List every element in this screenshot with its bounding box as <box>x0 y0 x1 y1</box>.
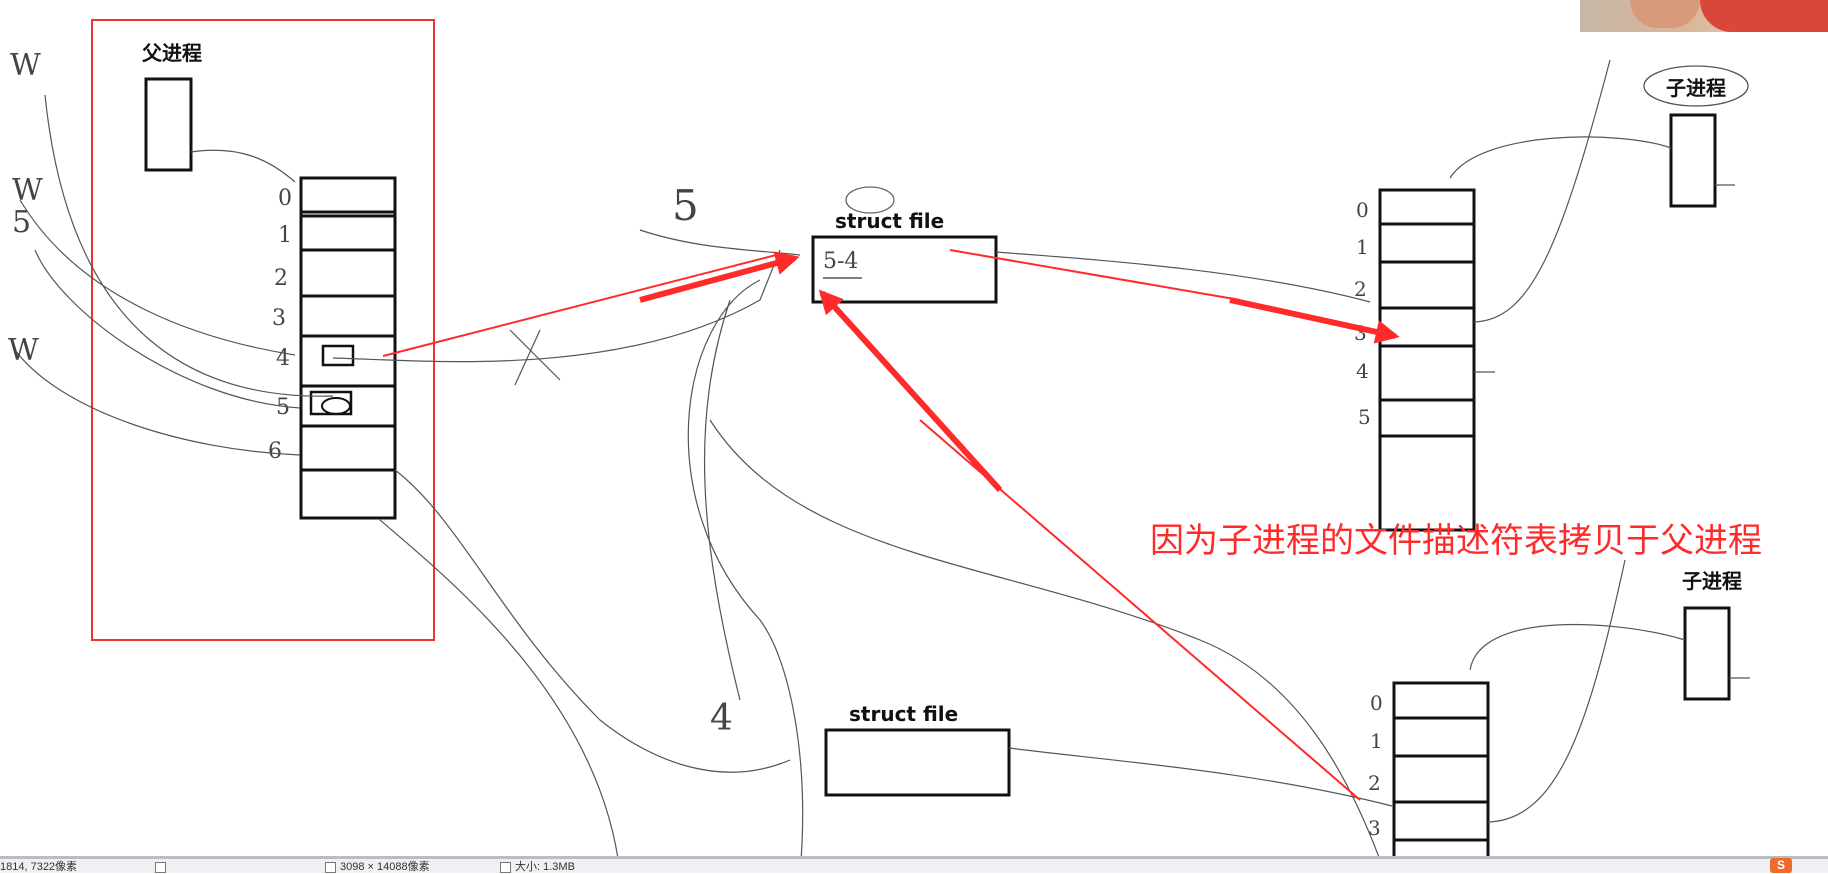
child-1-fd-table <box>1380 190 1474 530</box>
handwritten-marks: W W 5 W 5 4 <box>8 48 733 739</box>
status-file-size: 大小: 1.3MB <box>500 860 575 874</box>
svg-text:0: 0 <box>278 186 292 211</box>
parent-process-frame <box>92 20 434 640</box>
svg-text:5: 5 <box>12 205 31 240</box>
child-process-1-box <box>1671 115 1715 206</box>
status-image-size: 3098 × 14088像素 <box>325 860 430 874</box>
pencil-sketch-lines <box>15 60 1750 873</box>
struct-file-2-box <box>826 730 1009 795</box>
svg-text:1: 1 <box>278 223 292 248</box>
child-process-1-label: 子进程 <box>1666 76 1726 100</box>
svg-text:3: 3 <box>272 306 286 331</box>
svg-text:2: 2 <box>1354 277 1367 301</box>
parent-fd-table <box>301 178 395 518</box>
svg-text:0: 0 <box>1356 198 1369 222</box>
svg-text:W: W <box>8 333 39 368</box>
child-2-fd-indices: 0 1 2 3 <box>1368 691 1383 840</box>
parent-fd5-marker <box>311 392 351 414</box>
struct-file-1-label: struct file <box>835 209 944 233</box>
struct-file-2-label: struct file <box>849 702 958 726</box>
status-selection <box>155 860 170 874</box>
svg-text:W: W <box>12 173 43 208</box>
file-size-icon <box>500 862 511 873</box>
svg-text:2: 2 <box>274 266 288 291</box>
svg-text:0: 0 <box>1370 691 1383 715</box>
parent-fd4-marker <box>323 346 353 365</box>
arrow-struct-file-to-child-1 <box>950 250 1240 300</box>
child-2-fd-table <box>1394 683 1488 873</box>
parent-fd-indices: 0 1 2 3 4 5 6 <box>268 186 292 464</box>
parent-process-label: 父进程 <box>141 41 202 65</box>
tray-app-icon[interactable]: S <box>1770 858 1792 873</box>
webcam-shirt <box>1700 0 1828 32</box>
child-process-2-box <box>1685 608 1729 699</box>
svg-text:4: 4 <box>276 346 290 371</box>
status-bar: 1814, 7322像素 3098 × 14088像素 大小: 1.3MB <box>0 856 1828 873</box>
svg-text:5: 5 <box>1358 405 1371 429</box>
svg-text:3: 3 <box>1368 816 1381 840</box>
svg-text:1: 1 <box>1370 729 1383 753</box>
child-process-2-label: 子进程 <box>1682 569 1742 593</box>
svg-text:W: W <box>10 48 41 83</box>
svg-text:6: 6 <box>268 439 282 464</box>
child-1-fd-indices: 0 1 2 3 4 5 <box>1354 198 1371 429</box>
status-coordinates: 1814, 7322像素 <box>0 860 77 874</box>
image-size-icon <box>325 862 336 873</box>
svg-text:1: 1 <box>1356 235 1369 259</box>
svg-text:4: 4 <box>1356 359 1369 383</box>
struct-file-1-note: 5-4 <box>823 249 858 274</box>
red-caption: 因为子进程的文件描述符表拷贝于父进程 <box>1150 521 1762 561</box>
svg-text:2: 2 <box>1368 771 1381 795</box>
selection-icon <box>155 862 166 873</box>
arrow-parent-to-struct-file <box>383 254 780 356</box>
svg-text:5: 5 <box>672 181 699 230</box>
parent-process-box <box>146 79 191 170</box>
svg-text:4: 4 <box>710 698 733 739</box>
